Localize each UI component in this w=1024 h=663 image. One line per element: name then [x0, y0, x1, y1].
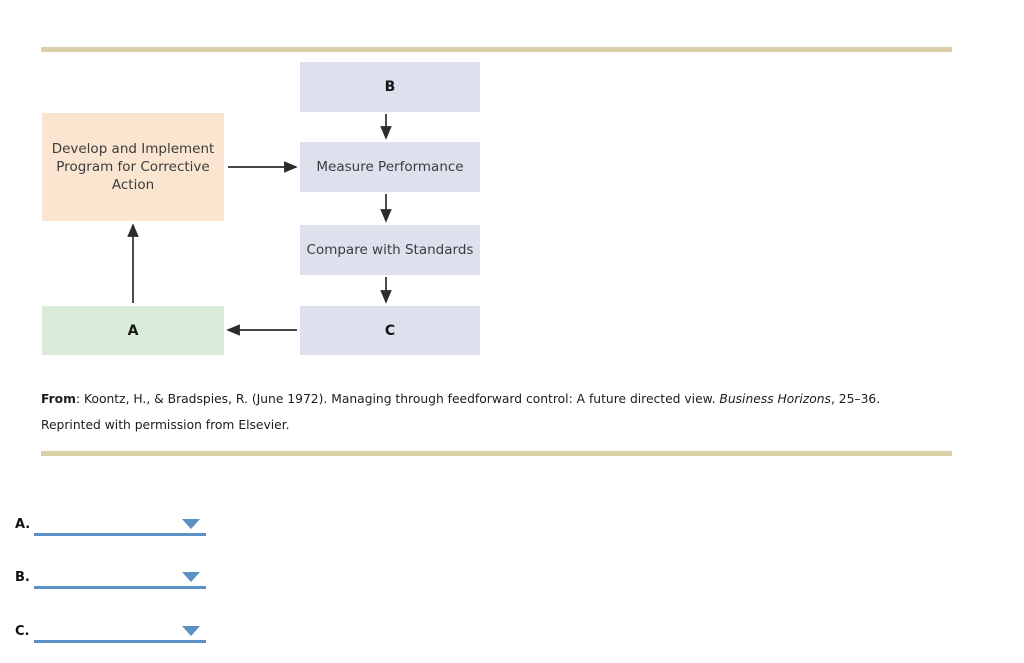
flowchart-node-b: B	[300, 62, 480, 112]
answer-label-b: B.	[15, 570, 30, 585]
citation-from-label: From	[41, 392, 76, 406]
answer-row-a: A.	[15, 512, 206, 536]
citation-journal-name: Business Horizons	[719, 392, 831, 406]
answer-select-b[interactable]	[34, 562, 206, 589]
answer-row-c: C.	[15, 619, 206, 643]
chevron-down-icon[interactable]	[182, 626, 200, 636]
flowchart-node-measure-performance: Measure Performance	[300, 142, 480, 192]
answer-row-b: B.	[15, 565, 206, 589]
divider-bottom	[41, 451, 952, 456]
answer-label-a: A.	[15, 517, 31, 532]
chevron-down-icon[interactable]	[182, 572, 200, 582]
citation-text-part1: : Koontz, H., & Bradspies, R. (June 1972…	[75, 392, 720, 406]
figure-citation: From: Koontz, H., & Bradspies, R. (June …	[41, 386, 911, 438]
answer-select-c[interactable]	[34, 616, 206, 643]
flowchart-node-compare-with-standards: Compare with Standards	[300, 225, 480, 275]
citation-text-part2: , 25–36. Reprinted with permission from …	[41, 392, 881, 432]
answer-select-a[interactable]	[34, 509, 206, 536]
chevron-down-icon[interactable]	[182, 519, 200, 529]
flowchart-node-c: C	[300, 306, 480, 355]
flowchart-node-develop-implement-program: Develop and Implement Program for Correc…	[42, 113, 224, 221]
answer-label-c: C.	[15, 624, 30, 639]
flowchart-node-a: A	[42, 306, 224, 355]
divider-top	[41, 47, 952, 52]
